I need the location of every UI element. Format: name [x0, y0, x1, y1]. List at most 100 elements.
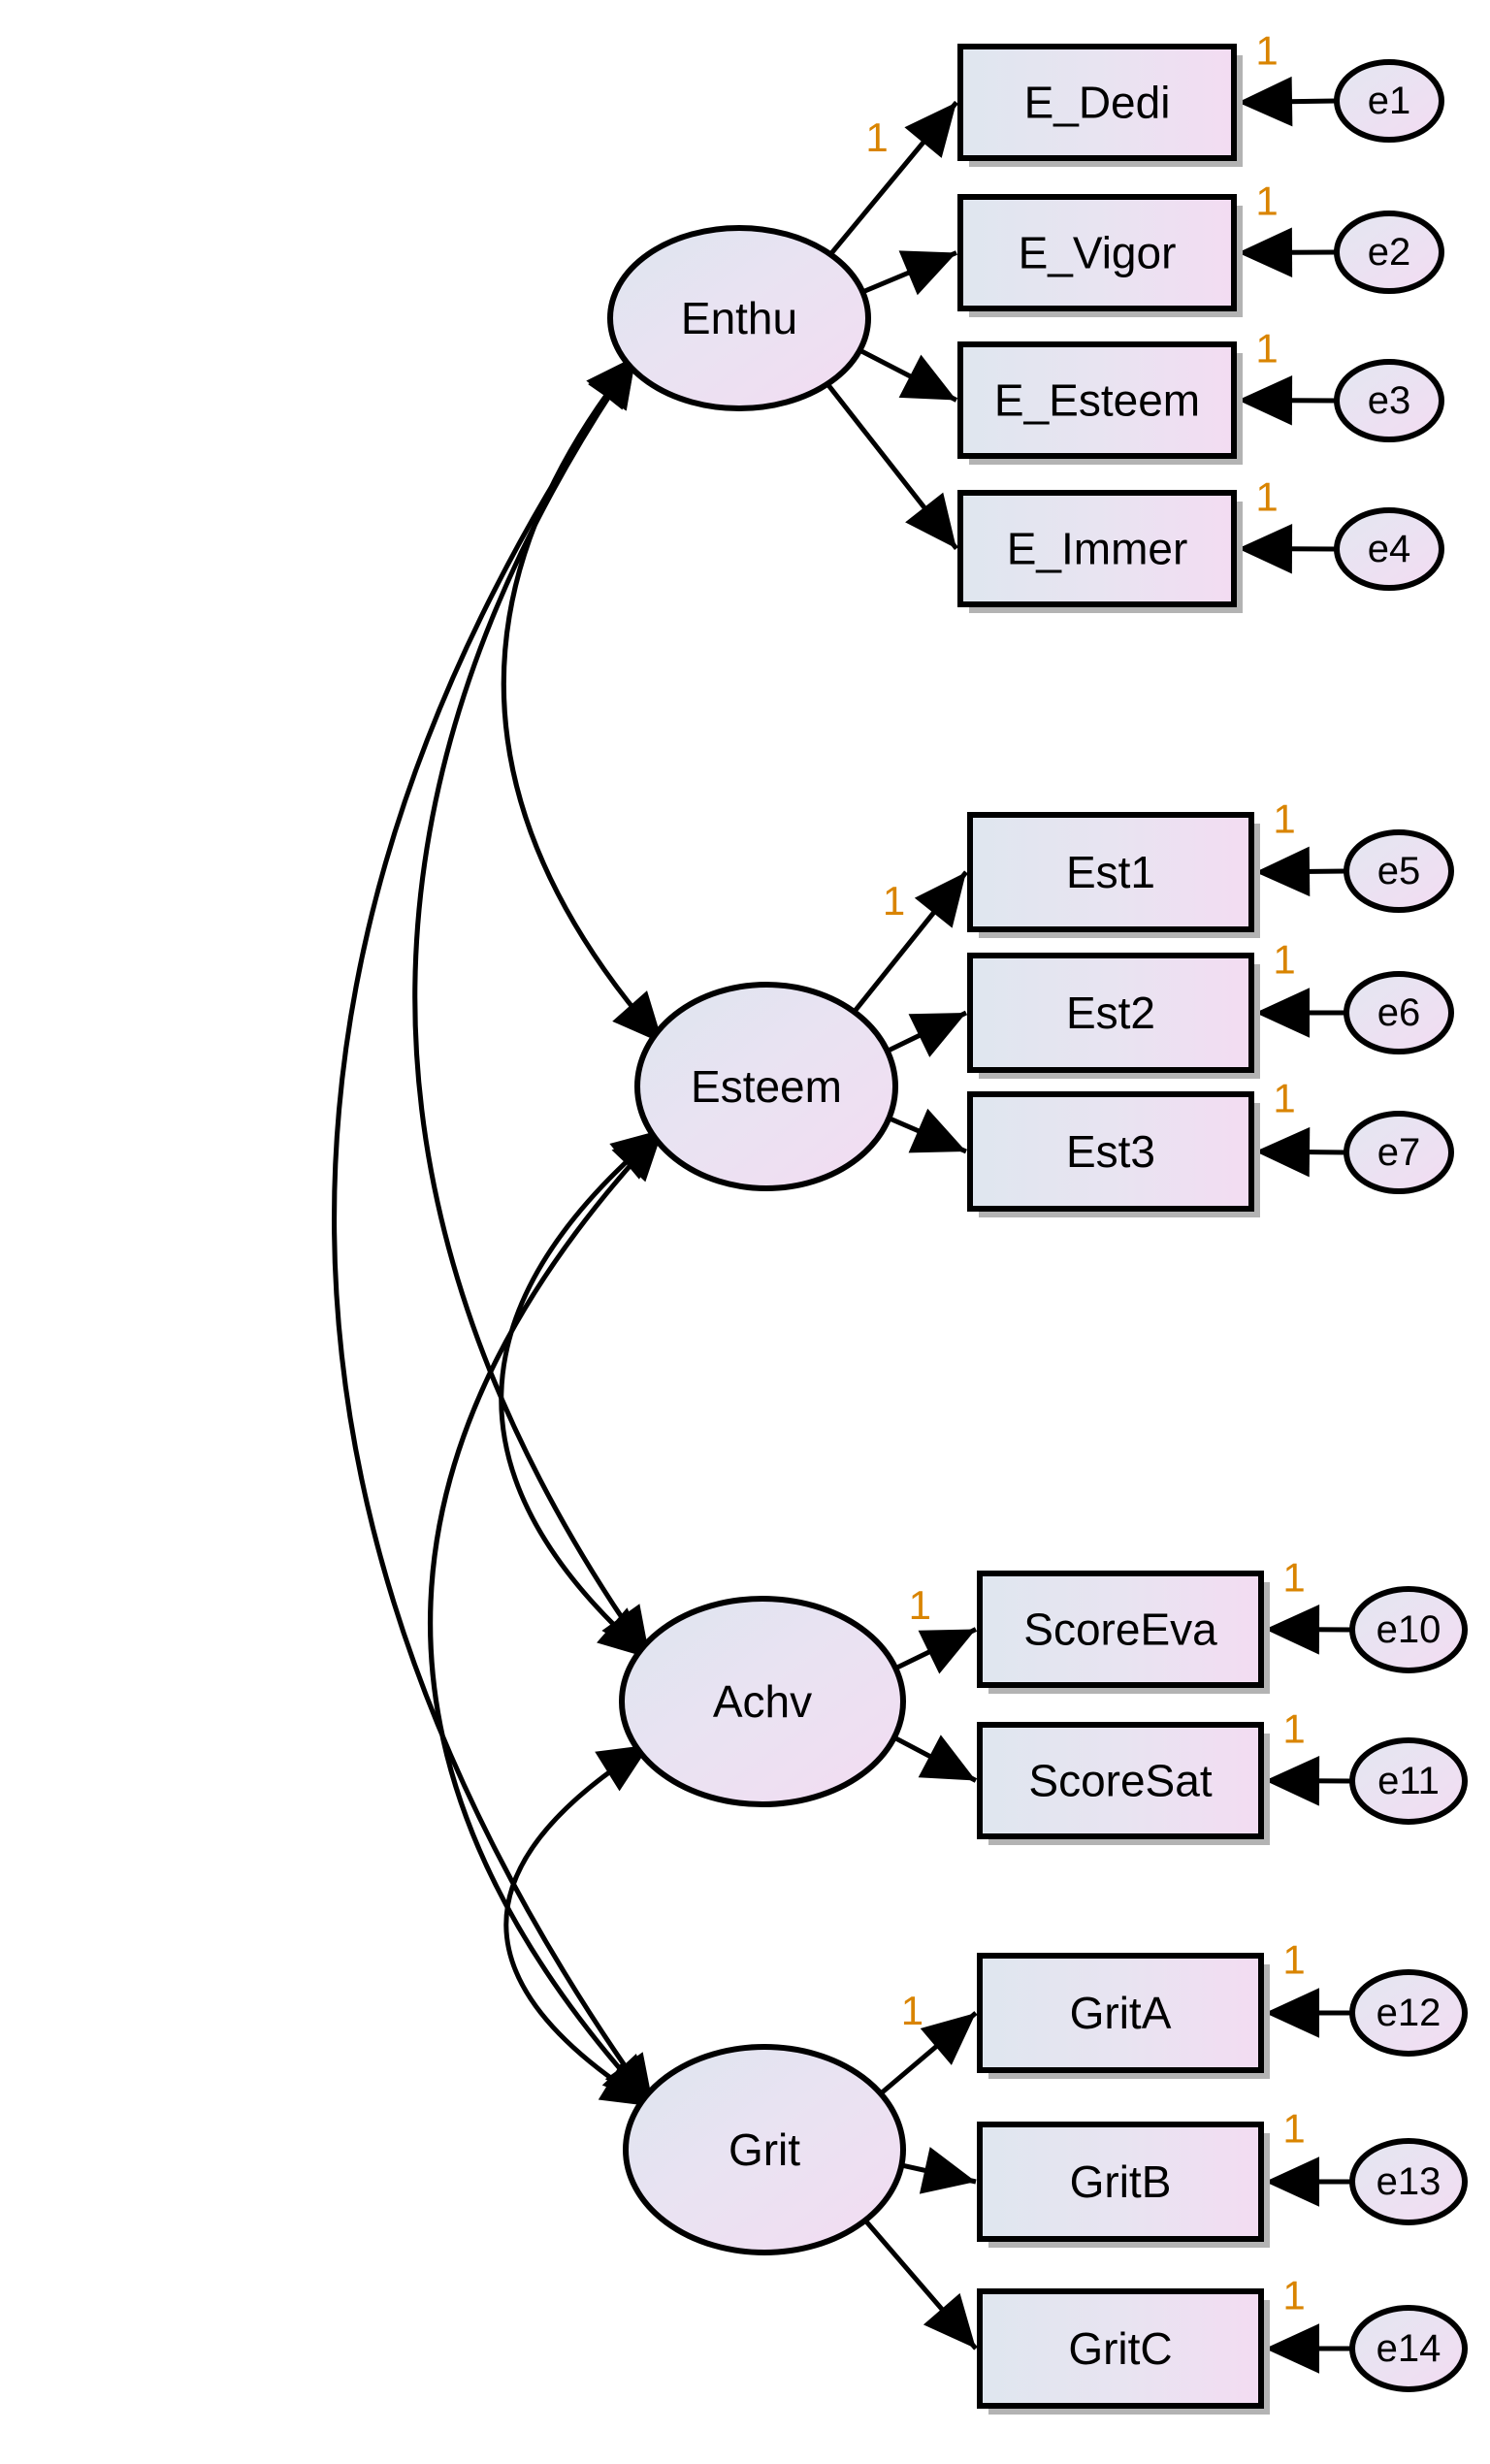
loading-path-enthu-e_esteem[interactable] [858, 347, 958, 403]
loading-fixed-one-label: 1 [865, 114, 888, 160]
error-path-e4-e_immer[interactable] [1237, 524, 1338, 574]
error-path-e6-est2[interactable] [1255, 988, 1346, 1038]
covariance-path-enthu-esteem[interactable] [501, 354, 665, 1046]
error-path-e7-est3[interactable] [1254, 1126, 1347, 1178]
loading-arrow-head [898, 354, 956, 401]
loading-path-achv-scoreeva[interactable] [892, 1627, 978, 1674]
error-arrow-head [1238, 524, 1293, 574]
error-arrow-head [1265, 2323, 1319, 2374]
loading-path-enthu-e_immer[interactable] [825, 381, 958, 551]
covariance-path-esteem-achv[interactable] [499, 1127, 665, 1661]
loading-path-grit-grita[interactable] [878, 2011, 978, 2096]
error-arrow-head [1265, 1756, 1320, 1806]
loading-fixed-one-label: 1 [909, 1582, 931, 1628]
indicator-rect [977, 1722, 1264, 1839]
error-path-e3-e_esteem[interactable] [1237, 375, 1338, 426]
indicator-rect [957, 341, 1237, 459]
error-fixed-one-label: 1 [1273, 796, 1295, 842]
loading-path-achv-scoresat[interactable] [891, 1735, 978, 1783]
covariance-arrow-head-bottom [612, 990, 664, 1044]
error-path-e10-scoreeva[interactable] [1264, 1605, 1353, 1655]
latent-shape [634, 982, 898, 1191]
error-path-e5-est1[interactable] [1254, 846, 1347, 897]
covariance-path-achv-grit[interactable] [503, 1742, 655, 2109]
loading-arrow-head [919, 2147, 976, 2194]
latent-ellipse-achv[interactable]: Achv [619, 1596, 906, 1807]
indicator-rect [977, 2122, 1264, 2242]
loading-arrow-head [923, 2292, 976, 2349]
error-ellipse-e5[interactable]: e5 [1344, 829, 1454, 913]
error-shape [1344, 971, 1454, 1054]
error-ellipse-e2[interactable]: e2 [1334, 211, 1444, 294]
error-fixed-one-label: 1 [1255, 474, 1278, 520]
loading-path-enthu-e_vigor[interactable] [860, 250, 957, 296]
error-arrow-head [1238, 227, 1293, 277]
loading-arrow-head [914, 872, 966, 928]
loading-path-esteem-est3[interactable] [887, 1108, 967, 1154]
error-shape [1349, 2138, 1468, 2225]
error-arrow-head [1238, 76, 1293, 127]
covariance-arrow-head-top [611, 1129, 664, 1183]
error-shape [1349, 2305, 1468, 2392]
indicator-box-scoresat[interactable]: ScoreSat [977, 1722, 1270, 1845]
error-ellipse-e10[interactable]: e10 [1349, 1586, 1468, 1673]
error-shape [1344, 829, 1454, 913]
error-ellipse-e12[interactable]: e12 [1349, 1969, 1468, 2057]
indicator-box-gritb[interactable]: GritB [977, 2122, 1270, 2248]
indicator-box-e_vigor[interactable]: E_Vigor [957, 194, 1243, 317]
indicator-box-est3[interactable]: Est3 [967, 1091, 1260, 1217]
error-fixed-one-label: 1 [1282, 1555, 1305, 1601]
indicator-rect [977, 1953, 1264, 2073]
error-path-e1-e_dedi[interactable] [1237, 76, 1338, 127]
error-path-e11-scoresat[interactable] [1264, 1756, 1353, 1806]
indicator-rect [957, 44, 1237, 161]
loading-path-esteem-est1[interactable] [851, 870, 968, 1015]
error-ellipse-e11[interactable]: e11 [1349, 1737, 1468, 1825]
latent-shape [623, 2044, 906, 2255]
indicator-box-e_immer[interactable]: E_Immer [957, 490, 1243, 613]
error-ellipse-e14[interactable]: e14 [1349, 2305, 1468, 2392]
covariance-path-enthu-achv[interactable] [412, 354, 653, 1660]
error-path-e12-grita[interactable] [1265, 1988, 1352, 2038]
latent-ellipse-grit[interactable]: Grit [623, 2044, 906, 2255]
indicator-box-e_dedi[interactable]: E_Dedi [957, 44, 1243, 167]
error-ellipse-e4[interactable]: e4 [1334, 507, 1444, 591]
indicator-rect [957, 490, 1237, 607]
error-arrow-head [1265, 1988, 1319, 2038]
covariance-arrow-head-top [588, 356, 636, 411]
covariance-arrow-head-bottom [598, 2059, 654, 2107]
loading-path-grit-gritb[interactable] [899, 2147, 977, 2194]
error-ellipse-e3[interactable]: e3 [1334, 359, 1444, 442]
error-path-e13-gritb[interactable] [1265, 2156, 1352, 2207]
indicator-layer: E_DediE_VigorE_EsteemE_ImmerEst1Est2Est3… [957, 44, 1270, 2415]
error-path-e2-e_vigor[interactable] [1237, 227, 1338, 277]
loading-arrow-head [918, 1735, 976, 1781]
indicator-rect [967, 953, 1254, 1073]
indicator-rect [967, 1091, 1254, 1212]
latent-shape [619, 1596, 906, 1807]
error-ellipse-e1[interactable]: e1 [1334, 59, 1444, 143]
loading-path-enthu-e_dedi[interactable] [827, 100, 958, 257]
loading-fixed-one-label: 1 [901, 1988, 923, 2033]
indicator-box-scoreeva[interactable]: ScoreEva [977, 1571, 1270, 1694]
error-ellipse-e6[interactable]: e6 [1344, 971, 1454, 1054]
indicator-box-gritc[interactable]: GritC [977, 2288, 1270, 2415]
indicator-box-est2[interactable]: Est2 [967, 953, 1260, 1079]
indicator-box-e_esteem[interactable]: E_Esteem [957, 341, 1243, 465]
indicator-rect [967, 812, 1254, 932]
error-ellipse-e7[interactable]: e7 [1344, 1111, 1454, 1194]
indicator-box-est1[interactable]: Est1 [967, 812, 1260, 938]
latent-ellipse-esteem[interactable]: Esteem [634, 982, 898, 1191]
loading-path-esteem-est2[interactable] [885, 1010, 968, 1057]
error-shape [1334, 211, 1444, 294]
loading-path-grit-gritc[interactable] [862, 2218, 978, 2351]
error-ellipse-e13[interactable]: e13 [1349, 2138, 1468, 2225]
error-fixed-one-label: 1 [1255, 326, 1278, 372]
indicator-rect [977, 2288, 1264, 2409]
error-fixed-one-label: 1 [1273, 937, 1295, 983]
latent-ellipse-enthu[interactable]: Enthu [607, 225, 871, 411]
indicator-box-grita[interactable]: GritA [977, 1953, 1270, 2079]
error-path-e14-gritc[interactable] [1265, 2323, 1352, 2374]
error-arrow-head [1255, 1126, 1311, 1178]
